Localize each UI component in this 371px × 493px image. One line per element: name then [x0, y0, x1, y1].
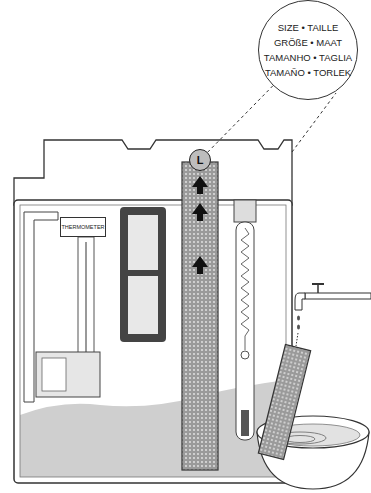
heater-base [241, 410, 249, 436]
lift-arrow [192, 176, 208, 194]
text-holder: L [197, 154, 204, 166]
washed-cartridge [258, 344, 310, 459]
pump-inlet [42, 358, 66, 391]
filter-frame-window [128, 276, 158, 334]
pump-box [36, 352, 100, 397]
heater-bulb [241, 351, 249, 359]
thermometer-label: THERMOMETER [60, 217, 106, 237]
water-drop [297, 316, 300, 321]
text-holder: THERMOMETER [61, 224, 104, 231]
tank-body [14, 200, 292, 483]
tap-handle [312, 283, 324, 285]
node-text: L [197, 154, 204, 166]
tap-handle [317, 284, 319, 293]
tank-inner-wall [20, 205, 286, 477]
tap-spout [295, 293, 305, 310]
heater-tube [236, 222, 254, 440]
heater-coil [241, 228, 249, 350]
thermometer-stem [78, 237, 94, 359]
text-holder: SIZE • TAILLE GRÖßE • MAAT TAMANHO • TAG… [261, 20, 355, 80]
node-text: THERMOMETER [61, 224, 104, 231]
filter-cartridge [182, 162, 218, 470]
node-text: SIZE • TAILLE GRÖßE • MAAT TAMANHO • TAG… [261, 20, 355, 80]
tap-pipe [305, 293, 371, 299]
lift-arrow [192, 256, 208, 274]
filter-frame [120, 207, 166, 342]
water-drop [297, 325, 300, 330]
size-badge: L [189, 149, 211, 171]
size-callout: SIZE • TAILLE GRÖßE • MAAT TAMANHO • TAG… [258, 0, 358, 100]
cartridge-string [296, 333, 298, 346]
filter-frame-window [128, 215, 158, 270]
magnifier-line [208, 86, 273, 152]
magnifier-line [292, 93, 336, 152]
heater-cap [234, 200, 256, 222]
tank-lid [14, 140, 292, 205]
thermometer-column [85, 242, 87, 352]
lift-arrow [192, 203, 208, 221]
